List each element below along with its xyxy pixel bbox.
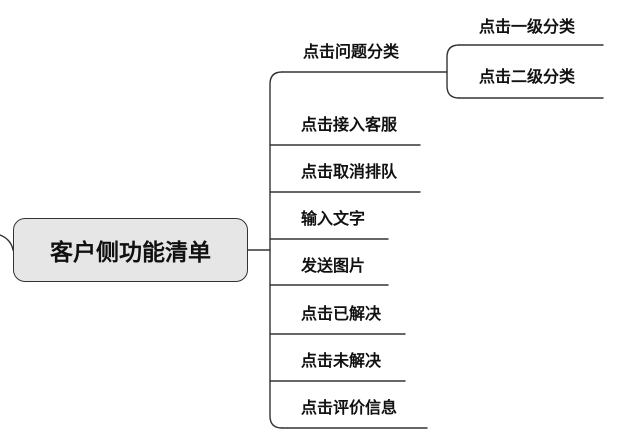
branch-topic-6[interactable]: 点击已解决	[301, 304, 382, 323]
root-incoming-connector	[0, 234, 14, 251]
root-topic[interactable]: 客户侧功能清单	[13, 218, 248, 282]
branch-topic-5[interactable]: 发送图片	[301, 256, 366, 275]
branch-topic-1[interactable]: 点击问题分类	[303, 42, 400, 61]
branch-topic-2[interactable]: 点击接入客服	[301, 115, 398, 134]
branch-topic-3[interactable]: 点击取消排队	[301, 162, 398, 181]
branch-topic-7[interactable]: 点击未解决	[301, 351, 382, 370]
branch-topic-4[interactable]: 输入文字	[301, 209, 366, 228]
sub-topic-1[interactable]: 点击一级分类	[479, 17, 576, 36]
main-trunk	[269, 71, 283, 429]
sub-trunk	[446, 44, 460, 99]
root-topic-label: 客户侧功能清单	[50, 240, 211, 266]
branch-topic-8[interactable]: 点击评价信息	[301, 398, 398, 417]
sub-topic-2[interactable]: 点击二级分类	[479, 67, 576, 86]
